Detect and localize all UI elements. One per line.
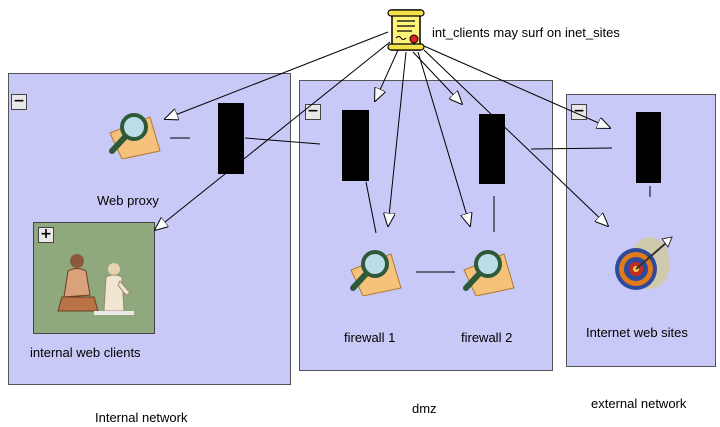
internal-web-clients-label: internal web clients	[30, 345, 141, 360]
magnifier-icon[interactable]	[458, 240, 518, 296]
internet-web-sites-label: Internet web sites	[586, 325, 688, 340]
firewall-1-port[interactable]	[342, 110, 369, 181]
clients-expand-button[interactable]: +	[38, 227, 54, 243]
magnifier-icon[interactable]	[345, 240, 405, 296]
proxy-port[interactable]	[218, 103, 244, 174]
internal-zone-collapse-button[interactable]: −	[11, 94, 27, 110]
target-icon[interactable]	[612, 233, 678, 297]
firewall-2-label: firewall 2	[461, 330, 513, 345]
web-proxy-label: Web proxy	[97, 193, 159, 208]
firewall-1-label: firewall 1	[344, 330, 396, 345]
dmz-label: dmz	[412, 401, 437, 416]
external-network-label: external network	[591, 396, 687, 411]
policy-arrows	[155, 31, 610, 230]
plain-links	[170, 137, 651, 273]
policy-label: int_clients may surf on inet_sites	[432, 25, 620, 40]
firewall-2-port[interactable]	[479, 114, 505, 184]
magnifier-icon[interactable]	[104, 103, 164, 159]
people-icon	[57, 254, 134, 315]
dmz-zone-collapse-button[interactable]: −	[305, 104, 321, 120]
external-port[interactable]	[636, 112, 661, 183]
certificate-icon[interactable]	[386, 8, 426, 54]
dmz-zone[interactable]	[299, 80, 553, 371]
internal-network-label: Internal network	[95, 410, 188, 425]
